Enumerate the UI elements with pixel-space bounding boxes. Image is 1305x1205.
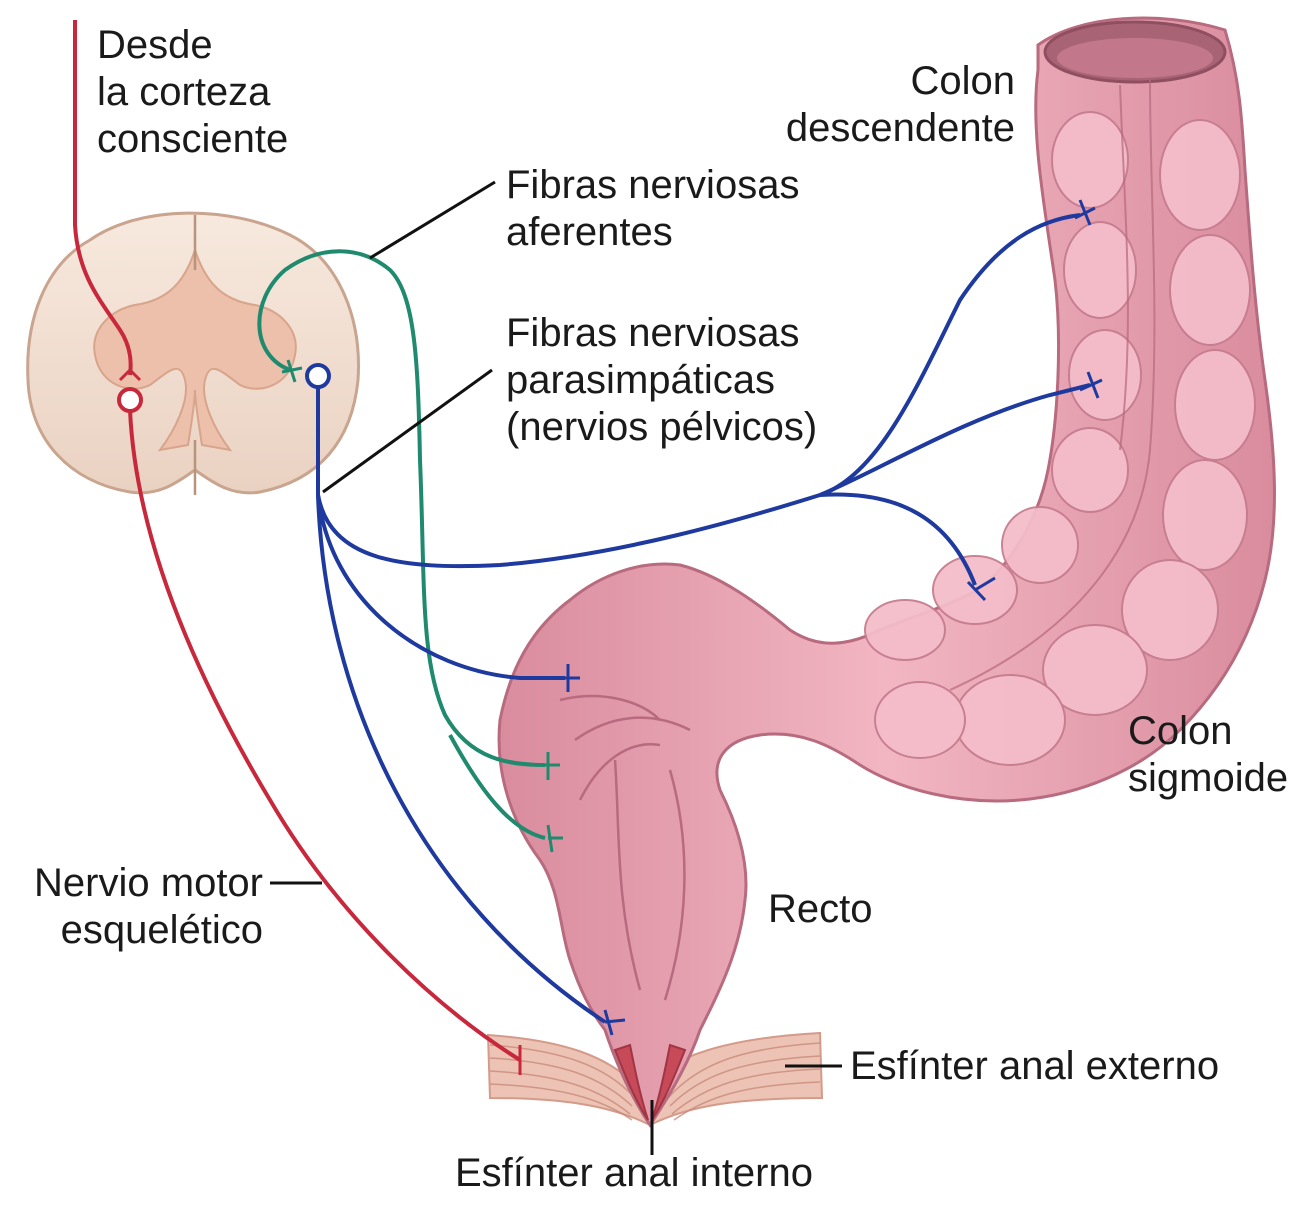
label-from-cortex: Desde la corteza consciente [97,22,288,163]
label-colon-descending-line-1: Colon [760,58,1015,105]
parasympathetic-neuron-cell-body [307,365,329,387]
label-afferent-fibers-line-1: Fibras nerviosas [506,162,799,209]
label-colon-sigmoid-line-1: Colon [1128,708,1288,755]
label-parasympathetic-fibers-line-2: parasimpáticas [506,357,817,404]
label-parasympathetic-fibers-line-3: (nervios pélvicos) [506,404,817,451]
label-from-cortex-line-1: Desde [97,22,288,69]
label-from-cortex-line-2: la corteza [97,69,288,116]
label-colon-descending: Colon descendente [760,58,1015,152]
label-colon-descending-line-2: descendente [760,105,1015,152]
label-skeletal-motor-nerve-line-1: Nervio motor [5,860,263,907]
label-skeletal-motor-nerve: Nervio motor esquelético [5,860,263,954]
label-afferent-fibers-line-2: aferentes [506,209,799,256]
label-parasympathetic-fibers-line-1: Fibras nerviosas [506,310,817,357]
label-external-sphincter: Esfínter anal externo [850,1043,1219,1090]
label-afferent-fibers: Fibras nerviosas aferentes [506,162,799,256]
label-colon-sigmoid-line-2: sigmoide [1128,755,1288,802]
label-rectum: Recto [768,886,873,933]
label-internal-sphincter: Esfínter anal interno [455,1150,813,1197]
label-skeletal-motor-nerve-line-2: esquelético [5,907,263,954]
motor-neuron-cell-body [119,389,141,411]
label-parasympathetic-fibers: Fibras nerviosas parasimpáticas (nervios… [506,310,817,451]
label-colon-sigmoid: Colon sigmoide [1128,708,1288,802]
label-from-cortex-line-3: consciente [97,116,288,163]
